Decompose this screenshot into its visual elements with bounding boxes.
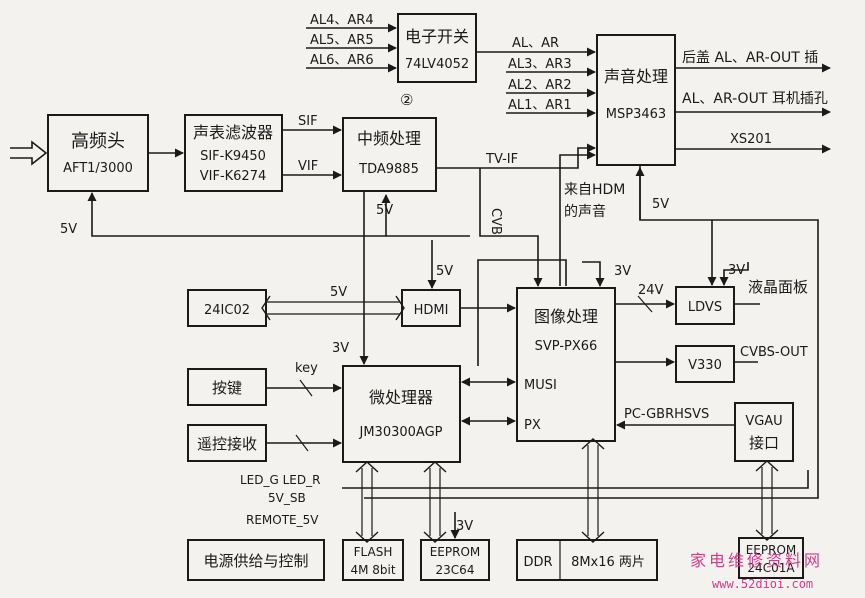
power-block: 电源供给与控制	[187, 539, 325, 581]
ddr-block: DDR 8Mx16 两片	[516, 539, 658, 581]
video-processor-title: 图像处理	[534, 307, 598, 326]
label-hdmi-sound-1: 来自HDM	[564, 182, 625, 198]
switch-title: 电子开关	[405, 27, 469, 46]
label-al1: AL1、AR1	[508, 98, 572, 113]
connections	[10, 23, 831, 543]
audio-processor-title: 声音处理	[604, 67, 668, 86]
label-marker-2: ②	[400, 91, 413, 109]
label-al6: AL6、AR6	[310, 53, 374, 68]
video-processor-pin-musi: MUSI	[524, 378, 557, 393]
eeprom-vga-title2: 24C01A	[747, 561, 795, 575]
ddr-note: 8Mx16 两片	[571, 555, 645, 570]
audio-processor-part: MSP3463	[606, 107, 666, 122]
label-al3: AL3、AR3	[508, 57, 572, 72]
eeprom-vga-title1: EEPROM	[746, 543, 797, 557]
label-sif: SIF	[298, 114, 318, 129]
saw-filter-part2: VIF-K6274	[200, 169, 267, 184]
vga-block: VGAU 接口	[734, 402, 794, 462]
keys-title: 按键	[212, 379, 242, 397]
tuner-block: 高频头 AFT1/3000	[47, 114, 149, 192]
eeprom-vga-block: EEPROM 24C01A	[738, 537, 804, 579]
video-processor-block: 图像处理 SVP-PX66 MUSI PX	[516, 287, 616, 442]
saw-filter-part1: SIF-K9450	[200, 149, 266, 164]
label-key: key	[295, 361, 318, 376]
video-processor-pin-px: PX	[524, 418, 541, 433]
label-cvb: CVB	[488, 208, 503, 235]
label-5v-if: 5V	[376, 203, 393, 218]
antenna-input-arrow	[10, 140, 48, 166]
label-5v-tuner: 5V	[60, 222, 77, 237]
eeprom-24c02-block: 24IC02	[187, 289, 267, 327]
label-vif: VIF	[298, 159, 318, 174]
flash-block: FLASH 4M 8bit	[342, 539, 404, 581]
video-processor-part: SVP-PX66	[535, 339, 598, 354]
power-title: 电源供给与控制	[203, 552, 308, 570]
v330-title: V330	[688, 358, 722, 373]
mcu-part: JM30300AGP	[359, 425, 443, 440]
audio-processor-block: 声音处理 MSP3463	[596, 34, 676, 166]
if-processor-block: 中频处理 TDA9885	[342, 117, 437, 192]
hdmi-block: HDMI	[401, 289, 461, 327]
tuner-part: AFT1/3000	[63, 161, 133, 176]
mcu-block: 微处理器 JM30300AGP	[342, 365, 461, 463]
eeprom-23c64-title1: EEPROM	[430, 545, 481, 559]
label-remote-5v: REMOTE_5V	[246, 513, 319, 527]
vga-title2: 接口	[749, 434, 779, 452]
flash-title1: FLASH	[354, 545, 393, 559]
label-out-rear: 后盖 AL、AR-OUT 插	[682, 50, 818, 66]
switch-block: 电子开关 74LV4052	[397, 13, 477, 83]
vga-title1: VGAU	[745, 414, 782, 429]
label-5v-hdmi: 5V	[436, 264, 453, 279]
label-5v-24c02: 5V	[330, 285, 347, 300]
label-5v-audio: 5V	[652, 197, 669, 212]
label-hdmi-sound-2: 的声音	[564, 203, 606, 220]
eeprom-23c64-block: EEPROM 23C64	[420, 539, 490, 581]
label-al4: AL4、AR4	[310, 13, 374, 28]
label-3v-ldvs: 3V	[728, 263, 745, 278]
ldvs-block: LDVS	[675, 286, 735, 325]
watermark-text: 家电维修资料网	[690, 551, 823, 570]
label-pc-gbrhsvs: PC-GBRHSVS	[624, 407, 709, 422]
label-5v-sb: 5V_SB	[268, 491, 306, 505]
saw-filter-block: 声表滤波器 SIF-K9450 VIF-K6274	[184, 114, 283, 192]
label-cvbs-out: CVBS-OUT	[740, 345, 808, 360]
label-out-headphone: AL、AR-OUT 耳机插孔	[682, 91, 828, 107]
mcu-title: 微处理器	[369, 388, 433, 407]
saw-filter-title: 声表滤波器	[193, 123, 273, 142]
eeprom-24c02-title: 24IC02	[204, 303, 250, 318]
label-3v-eeprom: 3V	[456, 519, 473, 534]
v330-block: V330	[675, 345, 735, 383]
label-al2: AL2、AR2	[508, 78, 572, 93]
label-24v: 24V	[638, 283, 664, 298]
label-al-ar: AL、AR	[512, 36, 559, 51]
label-led: LED_G LED_R	[240, 473, 320, 487]
flash-title2: 4M 8bit	[350, 563, 395, 577]
label-out-xs201: XS201	[730, 132, 772, 147]
ddr-title: DDR	[523, 555, 552, 570]
signal-labels: AL4、AR4 AL5、AR5 AL6、AR6 AL、AR AL3、AR3 AL…	[60, 13, 828, 534]
switch-part: 74LV4052	[405, 57, 469, 72]
label-lcd-panel: 液晶面板	[748, 278, 808, 296]
hdmi-title: HDMI	[414, 303, 449, 318]
watermark: 家电维修资料网 www.52dioi.com	[690, 551, 823, 591]
ir-receiver-block: 遥控接收	[187, 424, 267, 462]
ldvs-title: LDVS	[688, 300, 722, 315]
keys-block: 按键	[187, 368, 267, 406]
label-3v-mcu: 3V	[332, 341, 349, 356]
if-processor-part: TDA9885	[358, 162, 419, 177]
eeprom-23c64-title2: 23C64	[436, 563, 475, 577]
if-processor-title: 中频处理	[357, 129, 421, 148]
ir-receiver-title: 遥控接收	[197, 435, 257, 453]
label-tv-if: TV-IF	[485, 152, 518, 167]
label-3v-video: 3V	[614, 264, 631, 279]
watermark-url: www.52dioi.com	[712, 577, 813, 591]
tuner-title: 高频头	[71, 131, 125, 152]
label-al5: AL5、AR5	[310, 33, 374, 48]
